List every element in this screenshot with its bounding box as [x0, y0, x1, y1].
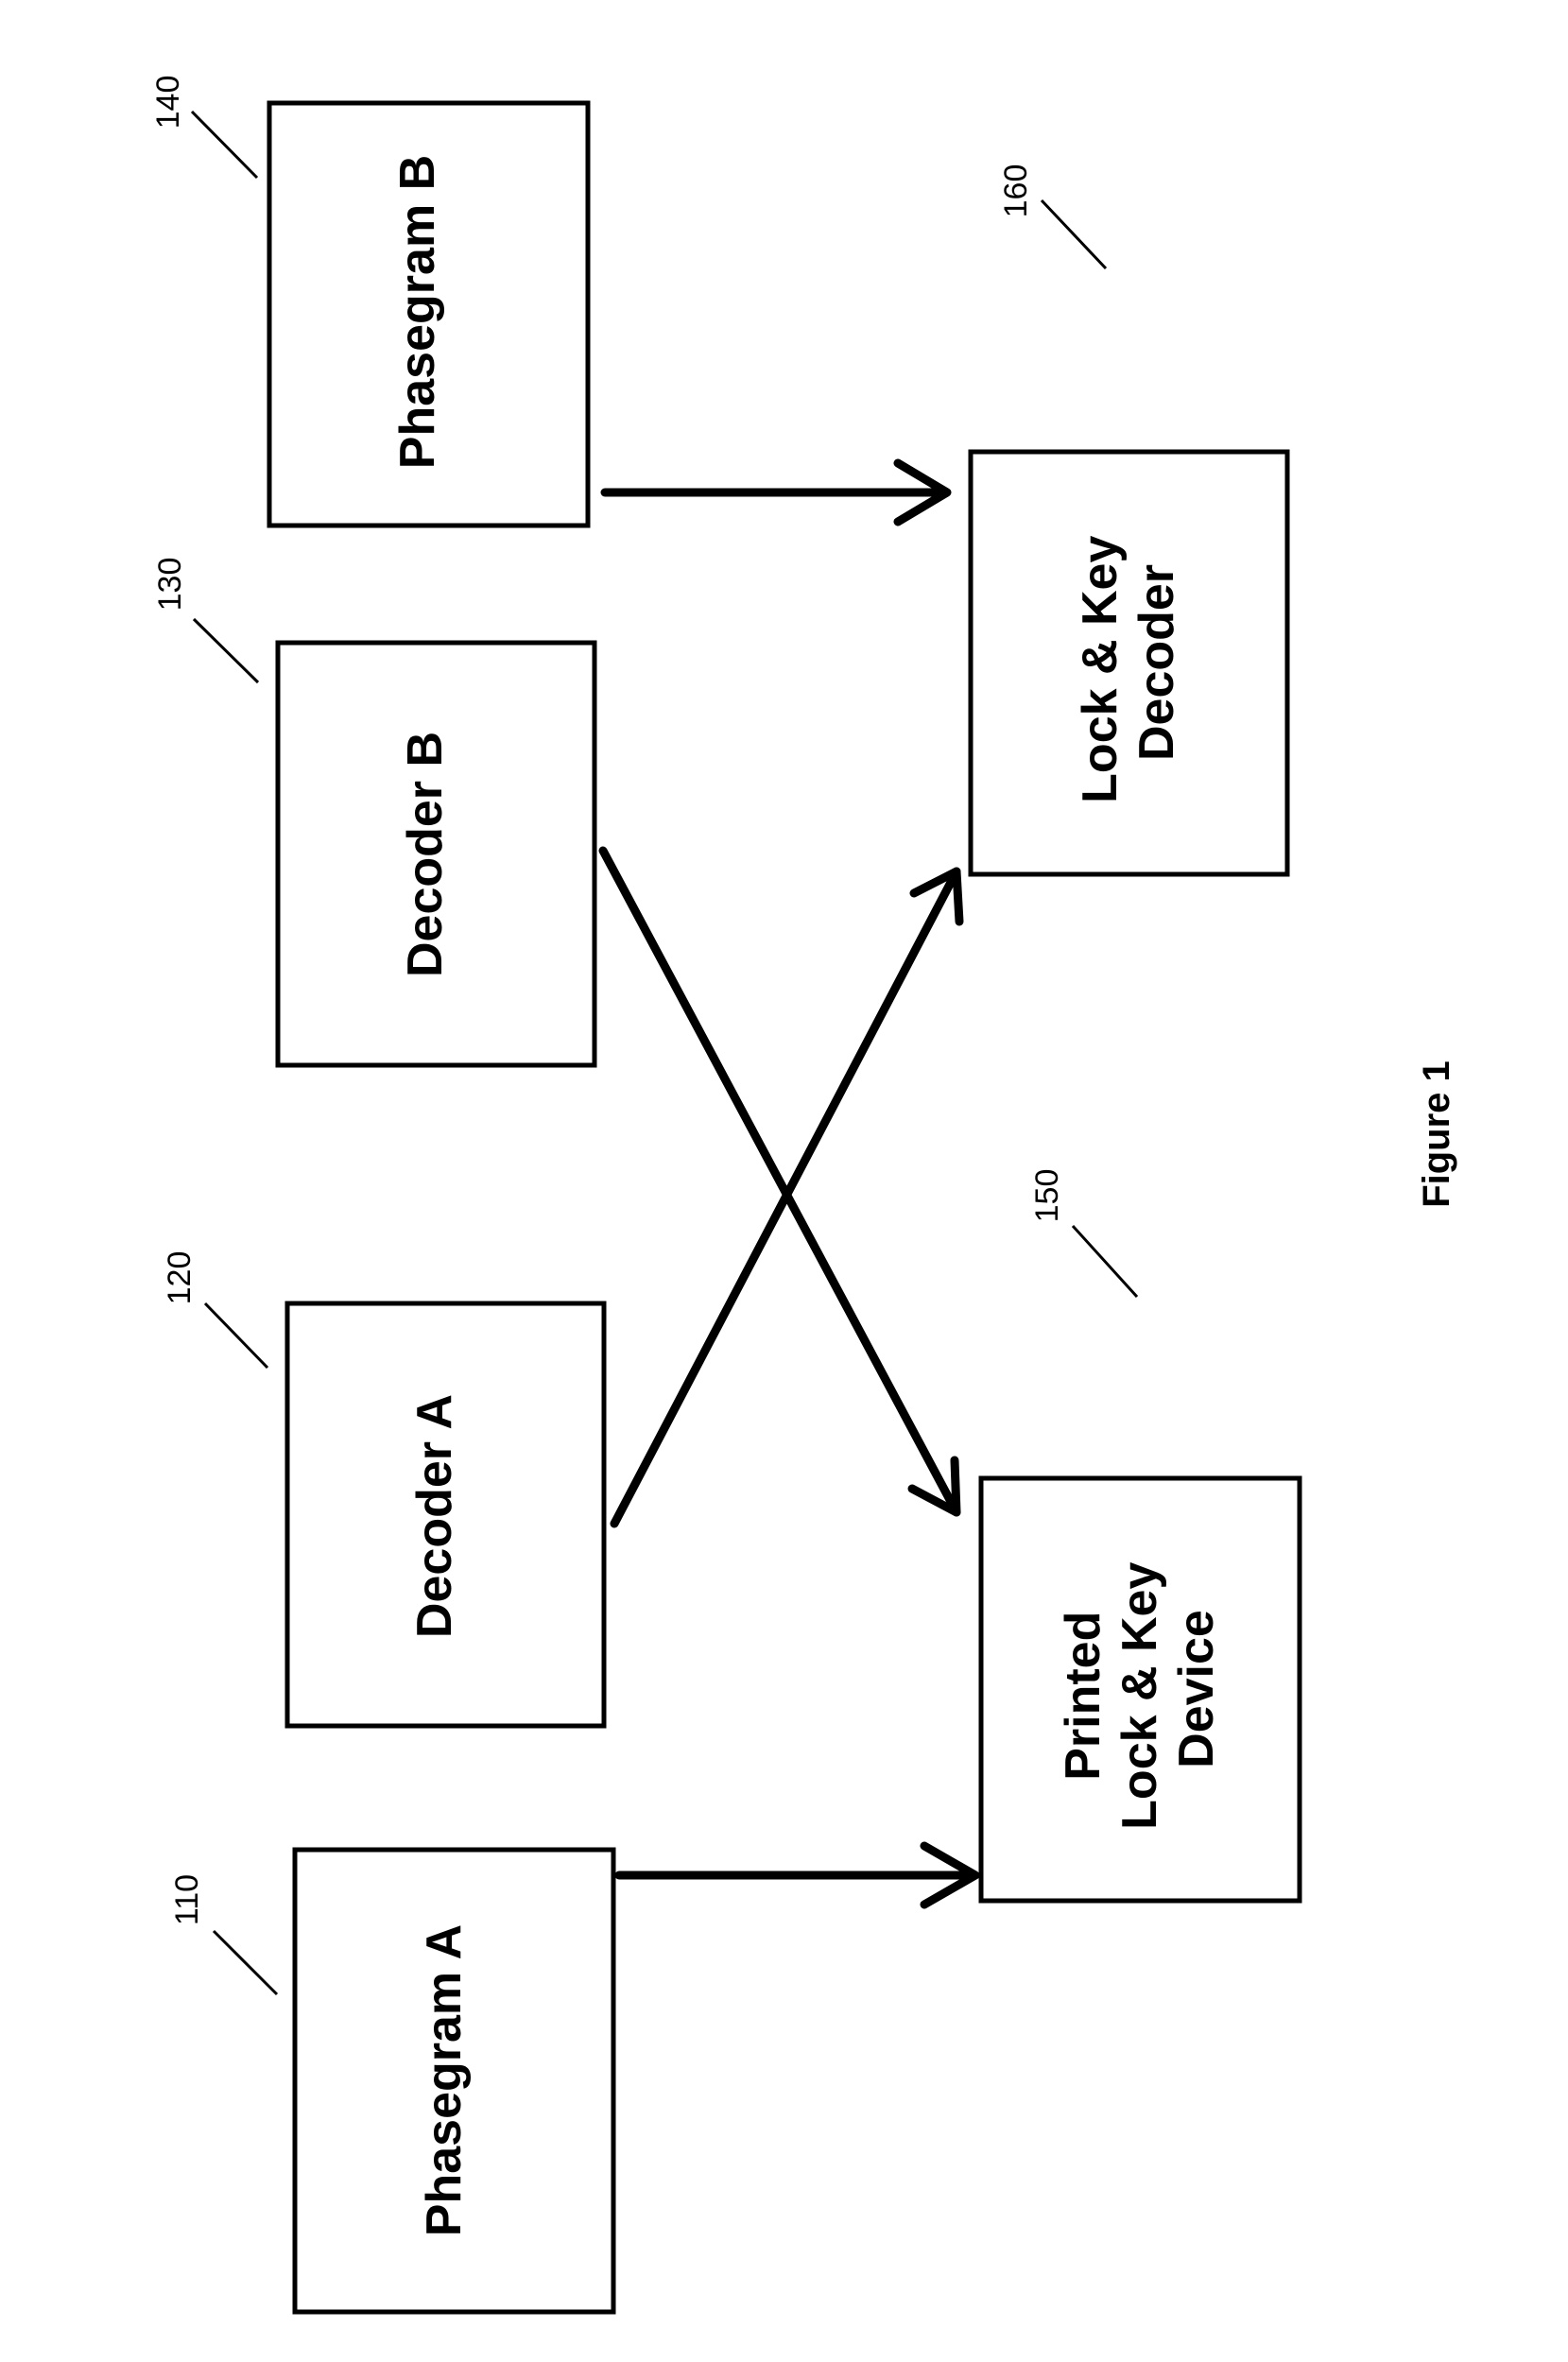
lock-key-decoder-label: Lock & Key Decoder	[1073, 522, 1184, 803]
decoder-a-label: Decoder A	[407, 1394, 462, 1638]
phasegram-a-label: Phasegram A	[417, 1924, 472, 2236]
phasegram-a-box: Phasegram A	[292, 1847, 616, 2315]
ref-label-130: 130	[152, 558, 188, 612]
figure-caption: Figure 1	[1416, 1060, 1457, 1208]
leader-line-140	[190, 110, 259, 180]
arrow-phasegram-b-to-lock-key-decoder	[600, 458, 952, 526]
decoder-a-box: Decoder A	[284, 1301, 607, 1729]
arrow-decoder-b-to-printed-device	[598, 846, 961, 1517]
ref-130: 130	[152, 558, 260, 684]
arrow-phasegram-a-to-printed-device	[614, 1841, 980, 1909]
lock-key-decoder-line-1: Lock & Key	[1073, 536, 1128, 803]
decoder-b-label: Decoder B	[398, 732, 453, 977]
printed-lock-key-device-box: Printed Lock & Key Device	[978, 1475, 1302, 1904]
lock-key-decoder-line-2: Decoder	[1129, 564, 1184, 761]
phasegram-b-box: Phasegram B	[267, 100, 591, 528]
printed-device-line-2: Lock & Key	[1112, 1562, 1167, 1830]
decoder-b-box: Decoder B	[275, 640, 597, 1068]
ref-150: 150	[1029, 1169, 1139, 1299]
ref-label-110: 110	[169, 1874, 205, 1925]
ref-label-120: 120	[162, 1251, 198, 1305]
ref-160: 160	[998, 164, 1108, 270]
leader-line-150	[1071, 1224, 1139, 1299]
ref-label-140: 140	[150, 76, 186, 129]
ref-110: 110	[169, 1874, 279, 1996]
leader-line-110	[212, 1929, 279, 1996]
printed-device-line-3: Device	[1169, 1610, 1224, 1768]
ref-label-150: 150	[1029, 1169, 1065, 1223]
leader-line-120	[203, 1302, 269, 1370]
leader-line-130	[192, 617, 260, 684]
phasegram-b-label: Phasegram B	[390, 155, 445, 469]
lock-key-decoder-box: Lock & Key Decoder	[968, 449, 1290, 877]
ref-120: 120	[162, 1251, 269, 1370]
printed-device-line-1: Printed	[1056, 1612, 1111, 1781]
leader-line-160	[1040, 198, 1108, 270]
printed-device-label: Printed Lock & Key Device	[1056, 1548, 1224, 1830]
ref-140: 140	[150, 76, 259, 180]
ref-label-160: 160	[998, 164, 1034, 218]
